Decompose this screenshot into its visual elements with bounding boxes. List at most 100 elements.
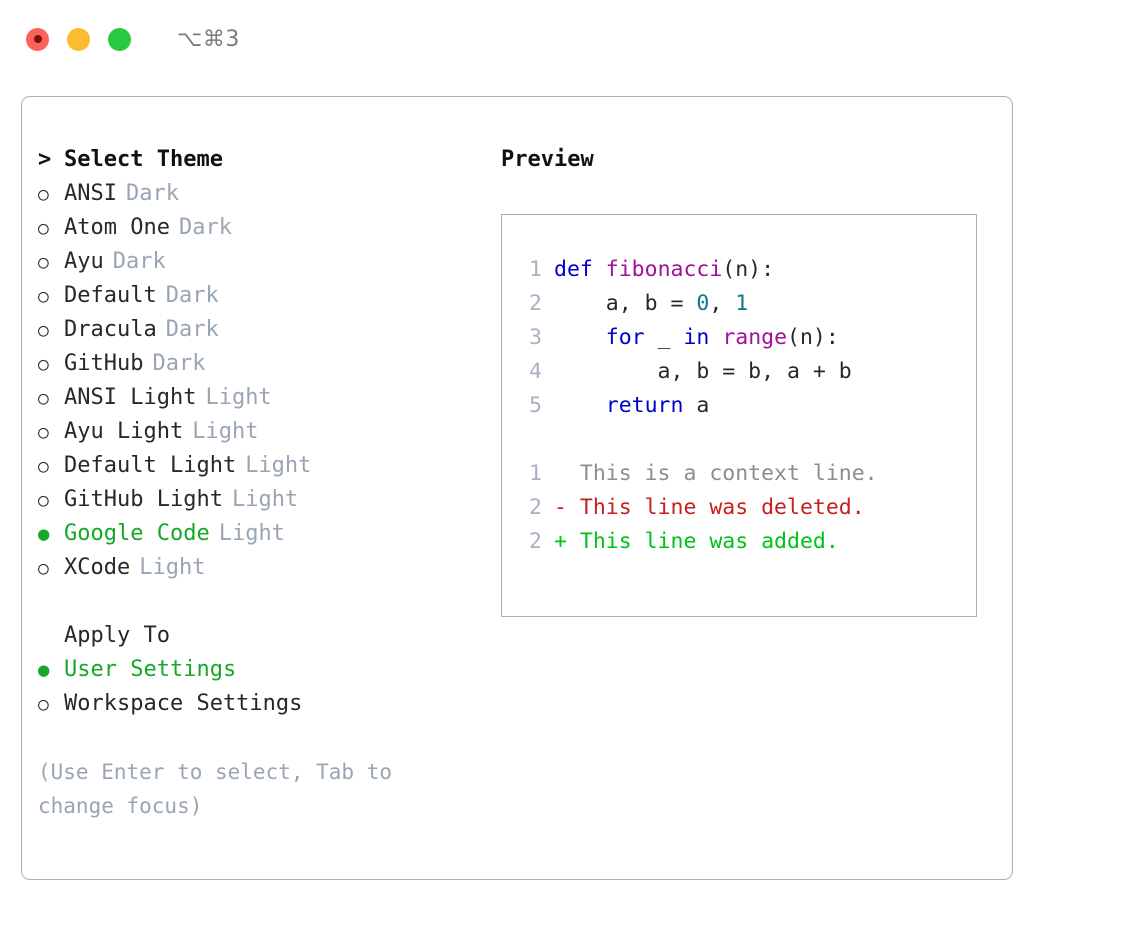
code-token-plain [554,393,606,418]
theme-option-tag: Light [139,555,206,580]
radio-unselected-icon: ○ [38,422,49,443]
traffic-light-controls [26,27,131,51]
line-number: 2 [529,291,542,316]
code-token-num: 1 [735,291,749,316]
code-line-text: a, b = b, a + b [554,355,852,389]
apply-to-option-label: Workspace Settings [64,691,303,716]
radio-unselected-icon: ○ [38,388,49,409]
code-line: 4 a, b = b, a + b [520,355,976,389]
keyboard-hint-text: (Use Enter to select, Tab to change focu… [38,760,405,818]
theme-option-label: GitHub [64,351,144,376]
radio-unselected-icon: ○ [38,354,49,375]
radio-selected-icon: ● [38,659,50,681]
preview-title: Preview [501,147,594,172]
code-line-text: a, b = 0, 1 [554,287,748,321]
close-window-icon[interactable] [26,27,49,51]
code-line: 3 for _ in range(n): [520,321,976,355]
theme-picker-heading: > Select Theme [38,143,468,177]
apply-to-label: Apply To [64,623,170,648]
radio-unselected-icon: ○ [38,456,49,477]
radio-unselected-icon: ○ [38,320,49,341]
radio-unselected-icon: ○ [38,694,49,715]
diff-line-del: 2 - This line was deleted. [520,491,976,525]
maximize-window-icon[interactable] [108,27,131,51]
radio-selected-icon: ● [38,523,50,545]
code-token-fn: range [722,325,788,350]
code-token-num: 0 [696,291,710,316]
code-spacer [520,423,976,457]
theme-option-label: Google Code [64,521,210,546]
radio-unselected-icon: ○ [38,218,49,239]
theme-option-tag: Light [205,385,272,410]
code-token-kw: return [605,393,684,418]
theme-option-label: Dracula [64,317,157,342]
line-number: 1 [529,257,542,282]
heading-indent: ○ [38,620,64,654]
radio-unselected-icon: ○ [38,184,49,205]
theme-option-label: ANSI [64,181,117,206]
keyboard-shortcut-label: ⌥⌘3 [177,26,240,52]
theme-option-label: Atom One [64,215,170,240]
theme-option-tag: Dark [152,351,206,376]
spacer [38,585,468,619]
code-token-plain: (n): [787,325,839,350]
code-token-fn: fibonacci [605,257,723,282]
code-line-text: for _ in range(n): [554,321,839,355]
minimize-window-icon[interactable] [67,27,90,51]
code-line: 1 def fibonacci(n): [520,253,976,287]
line-number: 1 [529,461,542,486]
diff-line-ctx: 1 This is a context line. [520,457,976,491]
theme-option-ansi-light[interactable]: ○ ANSI Light Light [38,381,468,415]
theme-option-label: GitHub Light [64,487,223,512]
diff-line-text: - This line was deleted. [554,495,865,520]
theme-option-tag: Dark [165,317,219,342]
apply-to-heading: ○ Apply To [38,619,468,653]
apply-to-option-user-settings[interactable]: ● User Settings [38,653,468,687]
theme-option-github[interactable]: ○ GitHub Dark [38,347,468,381]
radio-unselected-icon: ○ [38,490,49,511]
radio-unselected-icon: ○ [38,252,49,273]
theme-option-atom-one[interactable]: ○ Atom One Dark [38,211,468,245]
code-token-plain: a, b = [554,291,697,316]
diff-sample: 1 This is a context line. 2 - This line wa… [520,457,976,559]
theme-option-github-light[interactable]: ○ GitHub Light Light [38,483,468,517]
code-token-kw: for [605,325,645,350]
theme-option-ansi[interactable]: ○ ANSI Dark [38,177,468,211]
caret-icon: > [38,147,52,172]
apply-to-option-label: User Settings [64,657,237,682]
theme-option-tag: Light [218,521,285,546]
theme-option-label: Default [64,283,157,308]
diff-line-text: + This line was added. [554,529,839,554]
code-token-plain: (n): [722,257,775,282]
theme-option-label: ANSI Light [64,385,197,410]
theme-option-tag: Light [231,487,299,512]
theme-option-tag: Dark [125,181,179,206]
line-number: 5 [529,393,542,418]
code-token-kw: def [554,257,593,282]
code-line-text: def fibonacci(n): [554,253,774,287]
line-number: 3 [529,325,542,350]
theme-option-dracula[interactable]: ○ Dracula Dark [38,313,468,347]
theme-option-tag: Dark [178,215,232,240]
diff-line-text: This is a context line. [554,461,878,486]
code-token-plain [709,325,722,350]
code-line-text: return a [554,389,710,423]
code-token-plain [593,257,606,282]
line-number: 2 [529,495,542,520]
code-token-kw: in [683,325,710,350]
line-number: 4 [529,359,542,384]
theme-option-tag: Dark [165,283,219,308]
apply-to-option-workspace-settings[interactable]: ○ Workspace Settings [38,687,468,721]
theme-option-google-code[interactable]: ● Google Code Light [38,517,468,551]
theme-option-tag: Light [192,419,259,444]
